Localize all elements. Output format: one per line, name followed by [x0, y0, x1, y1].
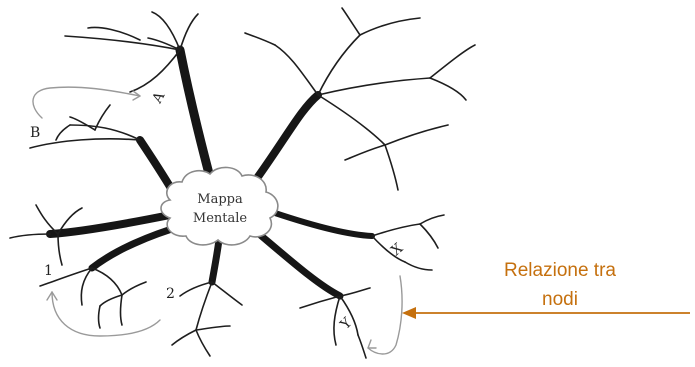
twigs-upper-left: [29, 104, 141, 149]
twigs-right: [371, 214, 445, 271]
relation-a-b: [32, 86, 141, 119]
twigs-lower-left: [39, 267, 147, 329]
branch-top: [175, 45, 217, 190]
relation-1-2: [51, 291, 161, 337]
annotation-line2: nodi: [542, 289, 578, 310]
twigs-bottom: [171, 281, 243, 357]
node-label-2: 2: [166, 286, 175, 302]
annotation-line1: Relazione tra: [504, 260, 616, 281]
branch-lower-right: [248, 224, 344, 300]
twigs-left: [9, 204, 83, 266]
node-label-1: 1: [44, 263, 53, 279]
relation-arrows: [32, 86, 403, 355]
branch-left: [46, 211, 174, 238]
twigs-lower-right: [299, 287, 371, 359]
annotation-arrow: [402, 307, 690, 319]
node-label-b: B: [30, 125, 40, 141]
annotation-text: Relazione tra nodi: [460, 256, 660, 314]
twigs-top: [64, 11, 199, 93]
node-label-x: X: [388, 240, 406, 259]
relation-x-y: [367, 275, 403, 355]
branch-upper-right: [246, 91, 322, 192]
node-label-a: A: [149, 89, 169, 107]
twigs-upper-right: [244, 7, 476, 191]
arrowhead-icon: [402, 307, 416, 319]
center-label-line1: Mappa: [197, 192, 243, 207]
center-node: Mappa Mentale: [160, 166, 279, 246]
center-label-line2: Mentale: [193, 211, 248, 226]
branch-upper-left: [136, 136, 176, 194]
branch-right: [272, 210, 375, 239]
